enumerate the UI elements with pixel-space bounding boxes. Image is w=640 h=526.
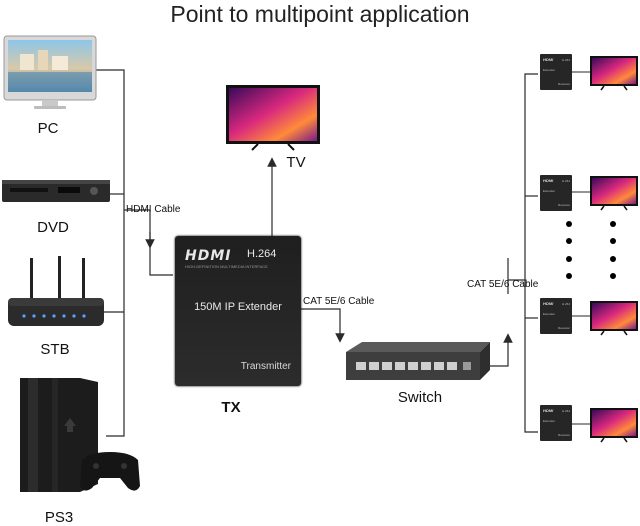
source-label-dvd: DVD <box>37 219 69 236</box>
ellipsis-dot <box>566 273 572 279</box>
receiver-box-1: HDMI H.264 Extender Receiver <box>540 54 572 90</box>
network-switch-icon <box>346 342 490 380</box>
transmitter-box: HDMI H.264 HIGH-DEFINITION MULTIMEDIA IN… <box>175 236 301 386</box>
ellipsis-dot <box>566 221 572 227</box>
rx-sub: Extender <box>543 312 556 316</box>
switch-label: Switch <box>397 389 443 406</box>
rx-model: H.264 <box>562 302 571 306</box>
tx-codec: H.264 <box>247 248 277 260</box>
tx-to-switch-line <box>301 308 345 343</box>
gamepad-icon <box>80 452 140 491</box>
ellipsis-dot <box>610 273 616 279</box>
rx-sub: Extender <box>543 189 556 193</box>
switch-to-receivers-line <box>490 333 513 367</box>
rx-tv-links <box>572 71 590 425</box>
receiver-tv-icon-1 <box>590 56 638 91</box>
receiver-box-3: HDMI H.264 Extender Receiver <box>540 298 572 334</box>
rx-brand: HDMI <box>543 57 554 62</box>
ellipsis-dot <box>566 256 572 262</box>
tx-role: Transmitter <box>240 361 291 372</box>
source-label-stb: STB <box>40 341 70 358</box>
receiver-tv-icon-2 <box>590 176 638 211</box>
rx-brand: HDMI <box>543 301 554 306</box>
rx-role: Receiver <box>558 203 570 207</box>
receiver-tv-icon-4 <box>590 408 638 443</box>
rx-sub: Extender <box>543 68 556 72</box>
console-icon <box>20 378 98 492</box>
rx-role: Receiver <box>558 82 570 86</box>
receiver-box-2: HDMI H.264 Extender Receiver <box>540 175 572 211</box>
rx-role: Receiver <box>558 433 570 437</box>
cat-cable-label-left: CAT 5E/6 Cable <box>303 296 375 307</box>
rx-brand: HDMI <box>543 408 554 413</box>
router-icon <box>8 256 104 326</box>
receiver-box-4: HDMI H.264 Extender Receiver <box>540 405 572 441</box>
source-label-pc: PC <box>37 120 59 137</box>
hdmi-source-bus <box>96 69 125 437</box>
tv-label: TV <box>286 154 306 171</box>
ellipsis-dot <box>566 238 572 244</box>
hdmi-into-tx <box>124 209 173 276</box>
hdmi-cable-label: HDMI Cable <box>126 204 181 215</box>
dvd-player-icon <box>2 180 110 202</box>
tv-icon <box>226 85 320 151</box>
ellipsis-dot <box>610 221 616 227</box>
rx-model: H.264 <box>562 58 571 62</box>
diagram-title: Point to multipoint application <box>170 1 470 27</box>
cat-cable-label-right: CAT 5E/6 Cable <box>467 279 539 290</box>
ellipsis-dot <box>610 256 616 262</box>
rx-model: H.264 <box>562 179 571 183</box>
tx-tagline: HIGH-DEFINITION MULTIMEDIA INTERFACE <box>185 264 268 269</box>
rx-role: Receiver <box>558 326 570 330</box>
receiver-tv-icon-3 <box>590 301 638 336</box>
tx-brand: HDMI <box>185 248 232 264</box>
rx-brand: HDMI <box>543 178 554 183</box>
rx-sub: Extender <box>543 419 556 423</box>
rx-model: H.264 <box>562 409 571 413</box>
pc-monitor-icon <box>3 35 97 109</box>
tx-product-name: 150M IP Extender <box>194 301 282 313</box>
receiver-bus <box>507 73 538 433</box>
source-label-ps3: PS3 <box>44 509 74 526</box>
tx-caption: TX <box>221 399 241 416</box>
ellipsis-dot <box>610 238 616 244</box>
